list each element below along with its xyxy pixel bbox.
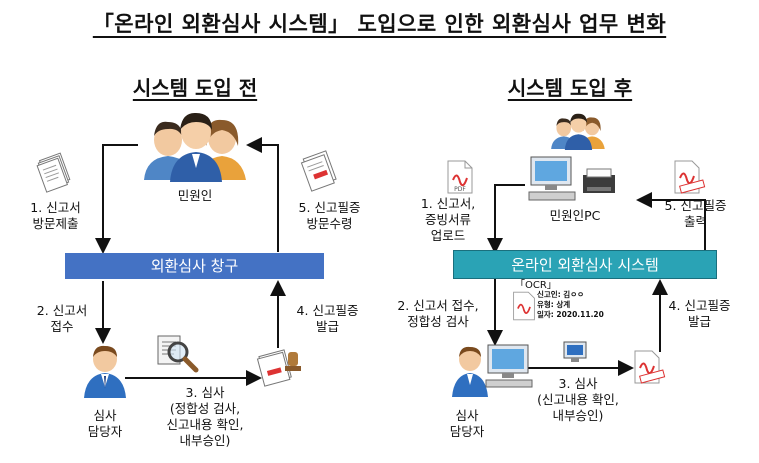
pdf-icon [513, 291, 535, 321]
ocr-fields: 신고인: 김ㅇㅇ 유형: 상계 일자: 2020.11.20 [537, 290, 604, 319]
officer-computer-icon [452, 344, 533, 397]
computer-printer-icon [528, 156, 615, 201]
ocr-box: 「OCR」 신고인: 김ㅇㅇ 유형: 상계 일자: 2020.11.20 [503, 280, 613, 337]
step2-after: 2. 신고서 접수,정합성 검사 [397, 298, 479, 329]
before-heading: 시스템 도입 전 [132, 76, 258, 100]
monitor-icon [563, 341, 587, 362]
step3-before: 3. 심사(정합성 검사, 신고내용 확인,내부승인) [166, 385, 244, 448]
pdf-icon: PDF [447, 160, 473, 194]
system-bar: 온라인 외환심사 시스템 [453, 250, 717, 279]
approved-pdf-icon [674, 160, 706, 194]
people-icon-small [551, 113, 605, 151]
certificate-icon [300, 150, 337, 192]
documents-icon [36, 152, 71, 193]
ocr-tag: 「OCR」 [515, 280, 557, 291]
approved-certificate-icon [634, 350, 666, 384]
magnifier-icon [157, 335, 199, 373]
desk-bar: 외환심사 창구 [65, 253, 324, 279]
pdf-text: PDF [454, 186, 466, 193]
step3-after: 3. 심사(신고내용 확인,내부승인) [537, 376, 619, 423]
after-heading: 시스템 도입 후 [507, 76, 633, 100]
applicant-label-before: 민원인 [177, 188, 213, 203]
officer-icon [84, 345, 126, 398]
applicant-label-after: 민원인PC [549, 208, 601, 223]
page-title: 「온라인 외환심사 시스템」 도입으로 인한 외환심사 업무 변화 [92, 12, 667, 36]
stamp-certificate-icon [256, 349, 301, 387]
people-icon [144, 112, 246, 182]
